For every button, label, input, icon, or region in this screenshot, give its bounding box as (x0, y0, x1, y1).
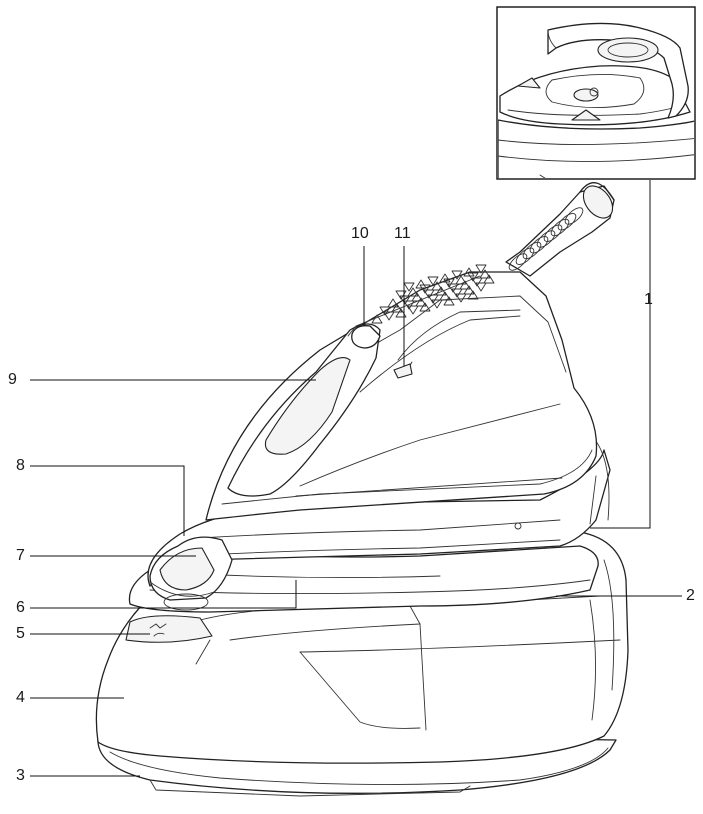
callout-label-4: 4 (16, 689, 25, 706)
grip-texture-mark (475, 282, 487, 292)
grip-texture-mark (455, 293, 467, 303)
callout-label-1: 1 (644, 291, 653, 308)
grip-texture-mark (451, 288, 463, 298)
grip-texture-mark (455, 275, 467, 285)
grip-texture-mark (391, 303, 403, 313)
grip-texture-mark (411, 292, 423, 302)
hose-coil (522, 241, 542, 260)
grip-texture-mark (387, 298, 399, 308)
grip-texture-mark (419, 302, 431, 312)
hose-coil (550, 218, 570, 237)
hose-coil (557, 213, 577, 231)
control-buttons (347, 275, 481, 379)
grip-texture-mark (403, 300, 415, 310)
grip-texture-mark (431, 281, 443, 291)
callout-label-7: 7 (16, 547, 25, 564)
hose-coil (529, 236, 549, 254)
callout-label-10: 10 (351, 225, 369, 242)
grip-texture-mark (435, 286, 447, 296)
grip-texture-mark (403, 282, 415, 292)
grip-texture-mark (431, 299, 443, 309)
detail-inset (496, 6, 696, 180)
grip-texture-mark (399, 295, 411, 305)
grip-texture-mark (467, 272, 479, 282)
callout-label-5: 5 (16, 625, 25, 642)
grip-texture-mark (463, 267, 475, 277)
grip-texture-mark (443, 296, 455, 306)
callout-label-9: 9 (8, 371, 17, 388)
grip-texture-mark (459, 280, 471, 290)
hose-coil (543, 224, 563, 242)
grip-texture-mark (443, 278, 455, 288)
grip-texture-mark (439, 291, 451, 301)
callout-label-11: 11 (394, 225, 411, 242)
front-nose (149, 536, 233, 611)
grip-texture-mark (419, 284, 431, 294)
grip-texture-mark (463, 285, 475, 295)
grip-texture-mark (407, 305, 419, 315)
leader-6 (30, 580, 297, 609)
callout-lines (30, 180, 682, 777)
grip-texture-mark (415, 279, 427, 289)
leader-1 (590, 180, 651, 529)
iron-housing (205, 271, 598, 521)
grip-texture-mark (427, 294, 439, 304)
leader-8 (30, 465, 185, 536)
grip-texture-mark (371, 314, 383, 324)
hose-coil (508, 253, 528, 271)
steam-hose (505, 182, 615, 277)
grip-texture-mark (379, 306, 391, 316)
grip-texture-mark (483, 274, 495, 284)
hose-coil (536, 230, 556, 248)
grip-texture-mark (439, 273, 451, 283)
hose-coil (515, 247, 535, 265)
hose-coil (564, 207, 584, 225)
grip-texture-mark (415, 297, 427, 307)
grip-texture-mark (427, 276, 439, 286)
grip-texture-mark (447, 283, 459, 293)
grip-texture-mark (383, 311, 395, 321)
grip-texture-mark (467, 290, 479, 300)
grip-texture-mark (471, 277, 483, 287)
grip-texture-mark (407, 287, 419, 297)
grip-texture-mark (479, 269, 491, 279)
grip-texture-mark (475, 264, 487, 274)
grip-texture-mark (451, 270, 463, 280)
callout-label-3: 3 (16, 767, 25, 784)
callout-label-8: 8 (16, 457, 25, 474)
grip-texture-mark (423, 289, 435, 299)
callout-label-6: 6 (16, 599, 25, 616)
callout-label-2: 2 (686, 587, 695, 604)
